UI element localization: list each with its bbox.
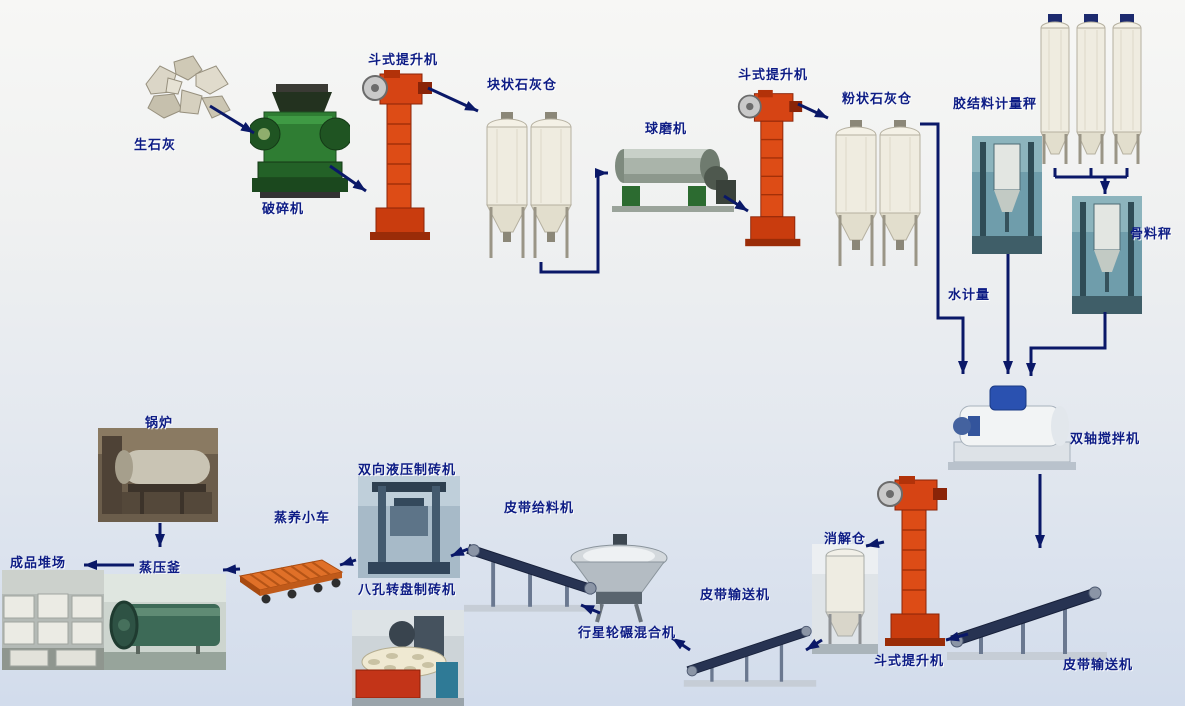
arrow-elevator1-lumpsilo — [427, 86, 479, 113]
belt-conveyor-1-image — [946, 548, 1108, 664]
hydraulic-brick-press-label: 双向液压制砖机 — [358, 462, 457, 477]
belt-conveyor-2-label: 皮带输送机 — [700, 587, 771, 602]
bucket-elevator-1-image — [360, 70, 434, 242]
hydraulic-brick-press-image — [358, 476, 460, 578]
slaking-silo-image — [812, 544, 878, 654]
autoclave-label: 蒸压釜 — [139, 560, 182, 575]
product-yard-label: 成品堆场 — [10, 555, 67, 570]
powder-lime-silos-image — [831, 116, 925, 274]
crusher-label: 破碎机 — [262, 201, 305, 216]
bucket-elevator-2-image — [736, 84, 804, 254]
bucket-elevator-3-label: 斗式提升机 — [874, 653, 945, 668]
water-meter-label: 水计量 — [948, 287, 991, 302]
rotary-brick-press-label: 八孔转盘制砖机 — [358, 582, 457, 597]
planetary-mixer-image — [566, 534, 672, 626]
autoclave-image — [98, 574, 226, 670]
arrow-powdersilo-mixer — [920, 122, 968, 374]
quicklime-rocks-image — [138, 50, 238, 128]
ball-mill-image — [608, 134, 738, 214]
slaking-silo-label: 消解仓 — [824, 531, 867, 546]
aggregate-scale-image — [1072, 196, 1142, 314]
curing-trolley-image — [236, 544, 346, 610]
rotary-brick-press-image — [352, 610, 464, 706]
boiler-image — [98, 428, 218, 522]
quicklime-label: 生石灰 — [134, 137, 177, 152]
curing-trolley-label: 蒸养小车 — [274, 510, 331, 525]
belt-conveyor-2-image — [680, 594, 820, 690]
belt-feeder-image — [464, 516, 600, 616]
lump-lime-silos-image — [484, 108, 574, 266]
planetary-mixer-label: 行星轮碾混合机 — [578, 625, 677, 640]
powder-lime-silo-label: 粉状石灰仓 — [842, 91, 913, 106]
binder-scale-label: 胶结料计量秤 — [953, 96, 1038, 111]
twin-shaft-mixer-label: 双轴搅拌机 — [1070, 431, 1141, 446]
product-yard-image — [2, 570, 104, 670]
belt-feeder-label: 皮带给料机 — [504, 500, 575, 515]
lump-lime-silo-label: 块状石灰仓 — [487, 77, 558, 92]
ball-mill-label: 球磨机 — [645, 121, 688, 136]
binder-scale-image — [972, 136, 1042, 254]
twin-shaft-mixer-image — [948, 380, 1076, 474]
bucket-elevator-1-label: 斗式提升机 — [368, 52, 439, 67]
boiler-label: 锅炉 — [145, 415, 174, 430]
jaw-crusher-image — [250, 82, 350, 200]
belt-conveyor-1-label: 皮带输送机 — [1063, 657, 1134, 672]
bucket-elevator-2-label: 斗式提升机 — [738, 67, 809, 82]
arrow-aggscale-mixer — [1026, 312, 1107, 376]
bucket-elevator-3-image — [874, 476, 950, 648]
aggregate-scale-label: 骨料秤 — [1130, 226, 1173, 241]
aggregate-silos-image — [1040, 14, 1144, 184]
